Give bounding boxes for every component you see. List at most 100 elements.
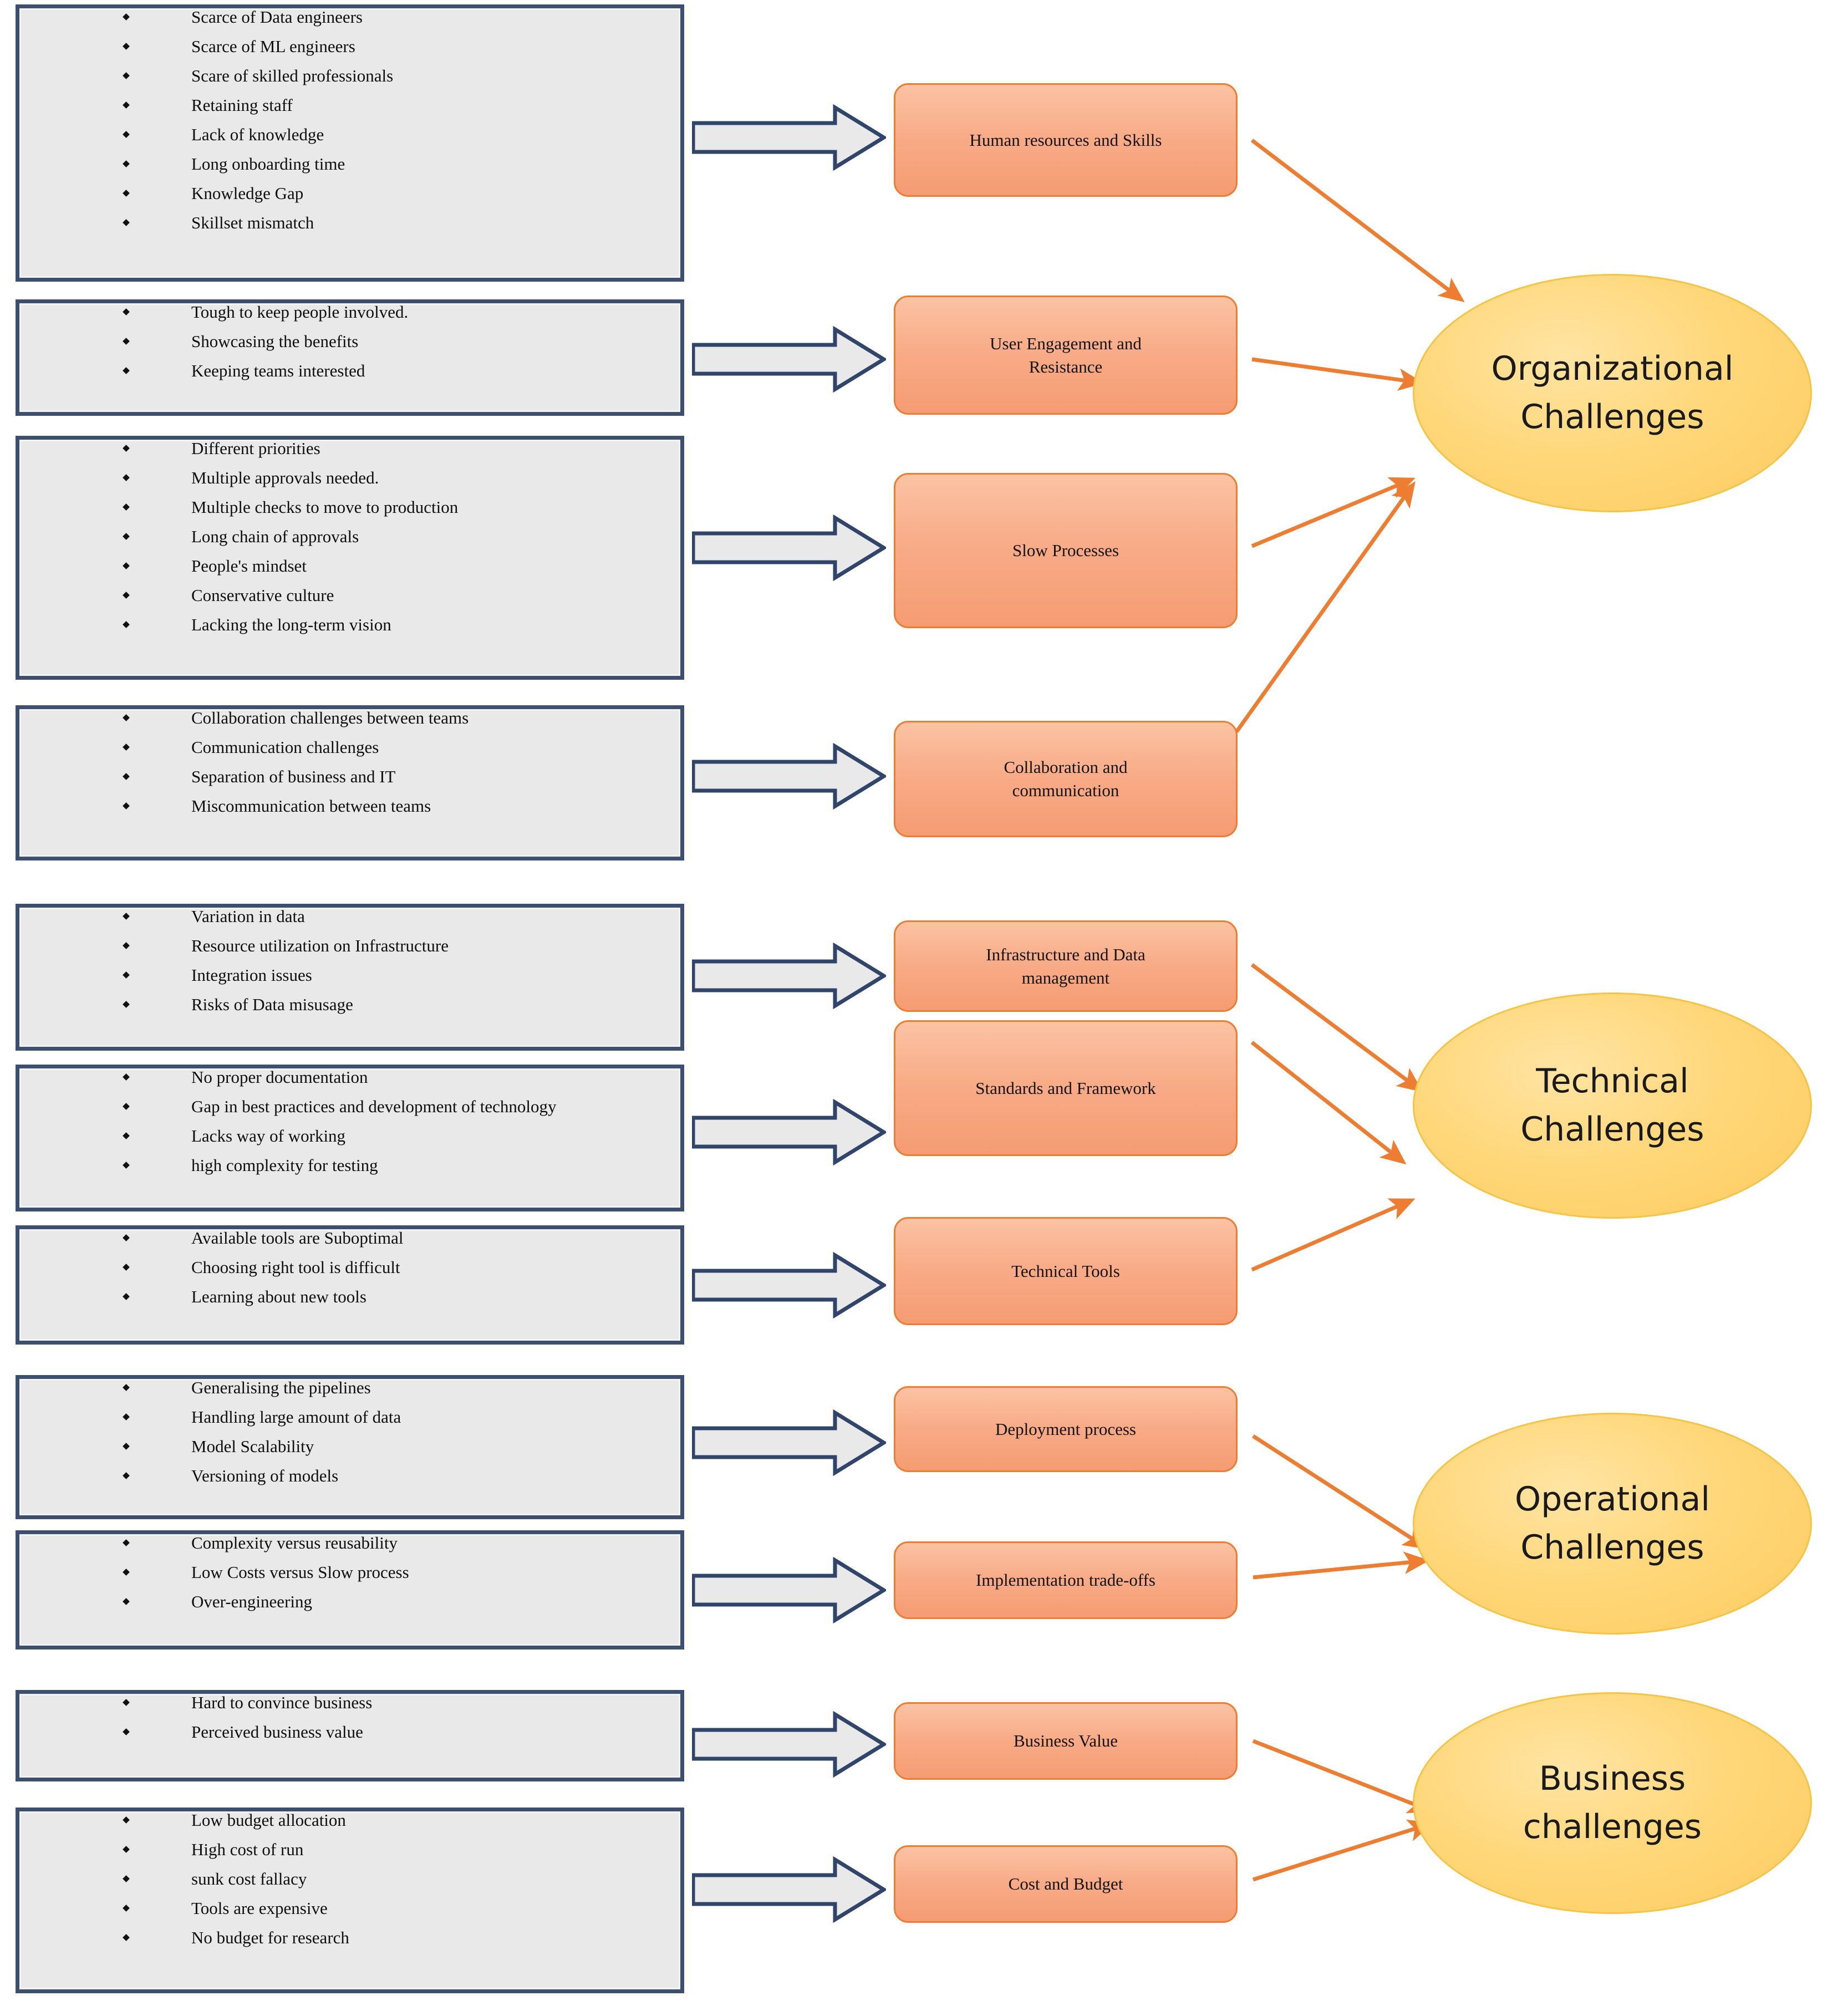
category-label: Deployment process bbox=[995, 1419, 1136, 1439]
list-item: Long chain of approvals bbox=[19, 528, 680, 545]
group-label-line1: Technical bbox=[1536, 1062, 1689, 1101]
category-box-human-resources-and-skills[interactable]: Human resources and Skills bbox=[894, 83, 1238, 197]
category-label: Collaboration and communication bbox=[1004, 757, 1128, 800]
category-label: Infrastructure and Data management bbox=[986, 944, 1146, 987]
list-item: Collaboration challenges between teams bbox=[19, 709, 680, 726]
category-box-user-engagement-and-resistance[interactable]: User Engagement and Resistance bbox=[894, 296, 1238, 415]
list-item: sunk cost fallacy bbox=[19, 1870, 680, 1887]
list-item: Generalising the pipelines bbox=[19, 1379, 680, 1396]
category-box-technical-tools[interactable]: Technical Tools bbox=[894, 1217, 1238, 1325]
group-label-line2: challenges bbox=[1523, 1808, 1702, 1846]
list-item: Lacks way of working bbox=[19, 1127, 680, 1144]
connector-costbudget-to-business bbox=[1252, 1819, 1434, 1882]
list-item: Lacking the long-term vision bbox=[19, 616, 680, 633]
category-box-implementation-trade-offs[interactable]: Implementation trade-offs bbox=[894, 1541, 1238, 1619]
list-cost-budget: Low budget allocation High cost of run s… bbox=[19, 1811, 680, 1946]
connector-engagement-to-organizational bbox=[1251, 357, 1424, 391]
list-item: Hard to convince business bbox=[19, 1694, 680, 1711]
category-label: Human resources and Skills bbox=[969, 130, 1162, 150]
block-arrow-to-user-engagement bbox=[692, 326, 886, 393]
list-box-deployment: Generalising the pipelines Handling larg… bbox=[16, 1375, 684, 1519]
category-box-deployment-process[interactable]: Deployment process bbox=[894, 1386, 1238, 1472]
block-arrow-to-deployment bbox=[692, 1409, 886, 1476]
list-implementation: Complexity versus reusability Low Costs … bbox=[19, 1534, 680, 1610]
group-ellipse-technical-challenges[interactable]: Technical Challenges bbox=[1413, 992, 1812, 1219]
category-box-cost-and-budget[interactable]: Cost and Budget bbox=[894, 1845, 1238, 1923]
list-item: Knowledge Gap bbox=[19, 185, 680, 202]
list-item: Keeping teams interested bbox=[19, 362, 680, 379]
block-arrow-to-cost-budget bbox=[692, 1856, 886, 1923]
list-item: Over-engineering bbox=[19, 1593, 680, 1610]
group-ellipse-operational-challenges[interactable]: Operational Challenges bbox=[1413, 1413, 1812, 1635]
list-item: Variation in data bbox=[19, 908, 680, 925]
list-item: Lack of knowledge bbox=[19, 126, 680, 143]
list-item: Miscommunication between teams bbox=[19, 797, 680, 814]
group-ellipse-organizational-challenges[interactable]: Organizational Challenges bbox=[1413, 274, 1812, 512]
list-item: Learning about new tools bbox=[19, 1288, 680, 1305]
list-item: Available tools are Suboptimal bbox=[19, 1229, 680, 1246]
list-item: Choosing right tool is difficult bbox=[19, 1259, 680, 1276]
list-box-technical-tools: Available tools are Suboptimal Choosing … bbox=[16, 1225, 684, 1345]
category-box-infrastructure-and-data-management[interactable]: Infrastructure and Data management bbox=[894, 920, 1238, 1012]
group-label-line2: Challenges bbox=[1520, 1110, 1704, 1149]
list-item: Multiple checks to move to production bbox=[19, 498, 680, 516]
list-item: Tools are expensive bbox=[19, 1900, 680, 1917]
block-arrow-to-business-value bbox=[692, 1711, 886, 1778]
list-item: Low budget allocation bbox=[19, 1811, 680, 1829]
list-item: Multiple approvals needed. bbox=[19, 469, 680, 486]
category-box-standards-and-framework[interactable]: Standards and Framework bbox=[894, 1020, 1238, 1156]
group-ellipse-business-challenges[interactable]: Business challenges bbox=[1413, 1692, 1812, 1914]
group-label-line2: Challenges bbox=[1520, 398, 1704, 436]
list-user-engagement: Tough to keep people involved. Showcasin… bbox=[19, 303, 680, 379]
list-human-resources: Scarce of Data engineers Scarce of ML en… bbox=[19, 8, 680, 231]
list-box-collaboration: Collaboration challenges between teams C… bbox=[16, 705, 684, 861]
list-standards: No proper documentation Gap in best prac… bbox=[19, 1068, 680, 1174]
connector-slowprocesses-to-organizational bbox=[1251, 477, 1416, 548]
list-technical-tools: Available tools are Suboptimal Choosing … bbox=[19, 1229, 680, 1305]
list-box-infrastructure: Variation in data Resource utilization o… bbox=[16, 904, 684, 1051]
category-label: Standards and Framework bbox=[975, 1078, 1156, 1098]
connector-businessvalue-to-business bbox=[1252, 1739, 1434, 1814]
list-item: Perceived business value bbox=[19, 1723, 680, 1740]
block-arrow-to-technical-tools bbox=[692, 1252, 886, 1318]
list-item: Resource utilization on Infrastructure bbox=[19, 937, 680, 954]
list-item: People's mindset bbox=[19, 557, 680, 574]
category-label: Business Value bbox=[1013, 1731, 1118, 1751]
category-box-collaboration-and-communication[interactable]: Collaboration and communication bbox=[894, 721, 1238, 837]
block-arrow-to-human-resources bbox=[692, 104, 886, 171]
connector-hr-to-organizational bbox=[1250, 139, 1465, 303]
list-item: Different priorities bbox=[19, 440, 680, 457]
list-box-implementation: Complexity versus reusability Low Costs … bbox=[16, 1530, 684, 1649]
group-label-line1: Business bbox=[1539, 1759, 1686, 1798]
group-label-line2: Challenges bbox=[1520, 1528, 1704, 1567]
list-item: Skillset mismatch bbox=[19, 214, 680, 231]
block-arrow-to-implementation bbox=[692, 1557, 886, 1623]
list-item: high complexity for testing bbox=[19, 1157, 680, 1174]
list-item: Scare of skilled professionals bbox=[19, 67, 680, 84]
category-label: User Engagement and Resistance bbox=[990, 333, 1142, 376]
list-item: Gap in best practices and development of… bbox=[19, 1098, 680, 1115]
block-arrow-to-slow-processes bbox=[692, 515, 886, 581]
connector-collaboration-to-organizational bbox=[1235, 481, 1416, 734]
list-item: Communication challenges bbox=[19, 739, 680, 756]
list-item: Tough to keep people involved. bbox=[19, 303, 680, 320]
list-item: High cost of run bbox=[19, 1841, 680, 1858]
category-label: Cost and Budget bbox=[1008, 1874, 1123, 1894]
block-arrow-to-collaboration bbox=[692, 743, 886, 810]
list-item: Separation of business and IT bbox=[19, 768, 680, 785]
category-label: Technical Tools bbox=[1011, 1261, 1120, 1281]
connector-infrastructure-to-technical bbox=[1250, 963, 1423, 1093]
list-item: Integration issues bbox=[19, 966, 680, 984]
list-item: Handling large amount of data bbox=[19, 1408, 680, 1425]
list-box-human-resources: Scarce of Data engineers Scarce of ML en… bbox=[16, 4, 684, 282]
category-box-business-value[interactable]: Business Value bbox=[894, 1702, 1238, 1780]
list-item: Showcasing the benefits bbox=[19, 333, 680, 350]
list-box-cost-budget: Low budget allocation High cost of run s… bbox=[16, 1808, 684, 1993]
list-item: Risks of Data misusage bbox=[19, 996, 680, 1013]
list-item: Low Costs versus Slow process bbox=[19, 1564, 680, 1581]
category-box-slow-processes[interactable]: Slow Processes bbox=[894, 473, 1238, 628]
list-item: Scarce of ML engineers bbox=[19, 38, 680, 55]
list-item: No proper documentation bbox=[19, 1068, 680, 1086]
list-item: Model Scalability bbox=[19, 1438, 680, 1455]
